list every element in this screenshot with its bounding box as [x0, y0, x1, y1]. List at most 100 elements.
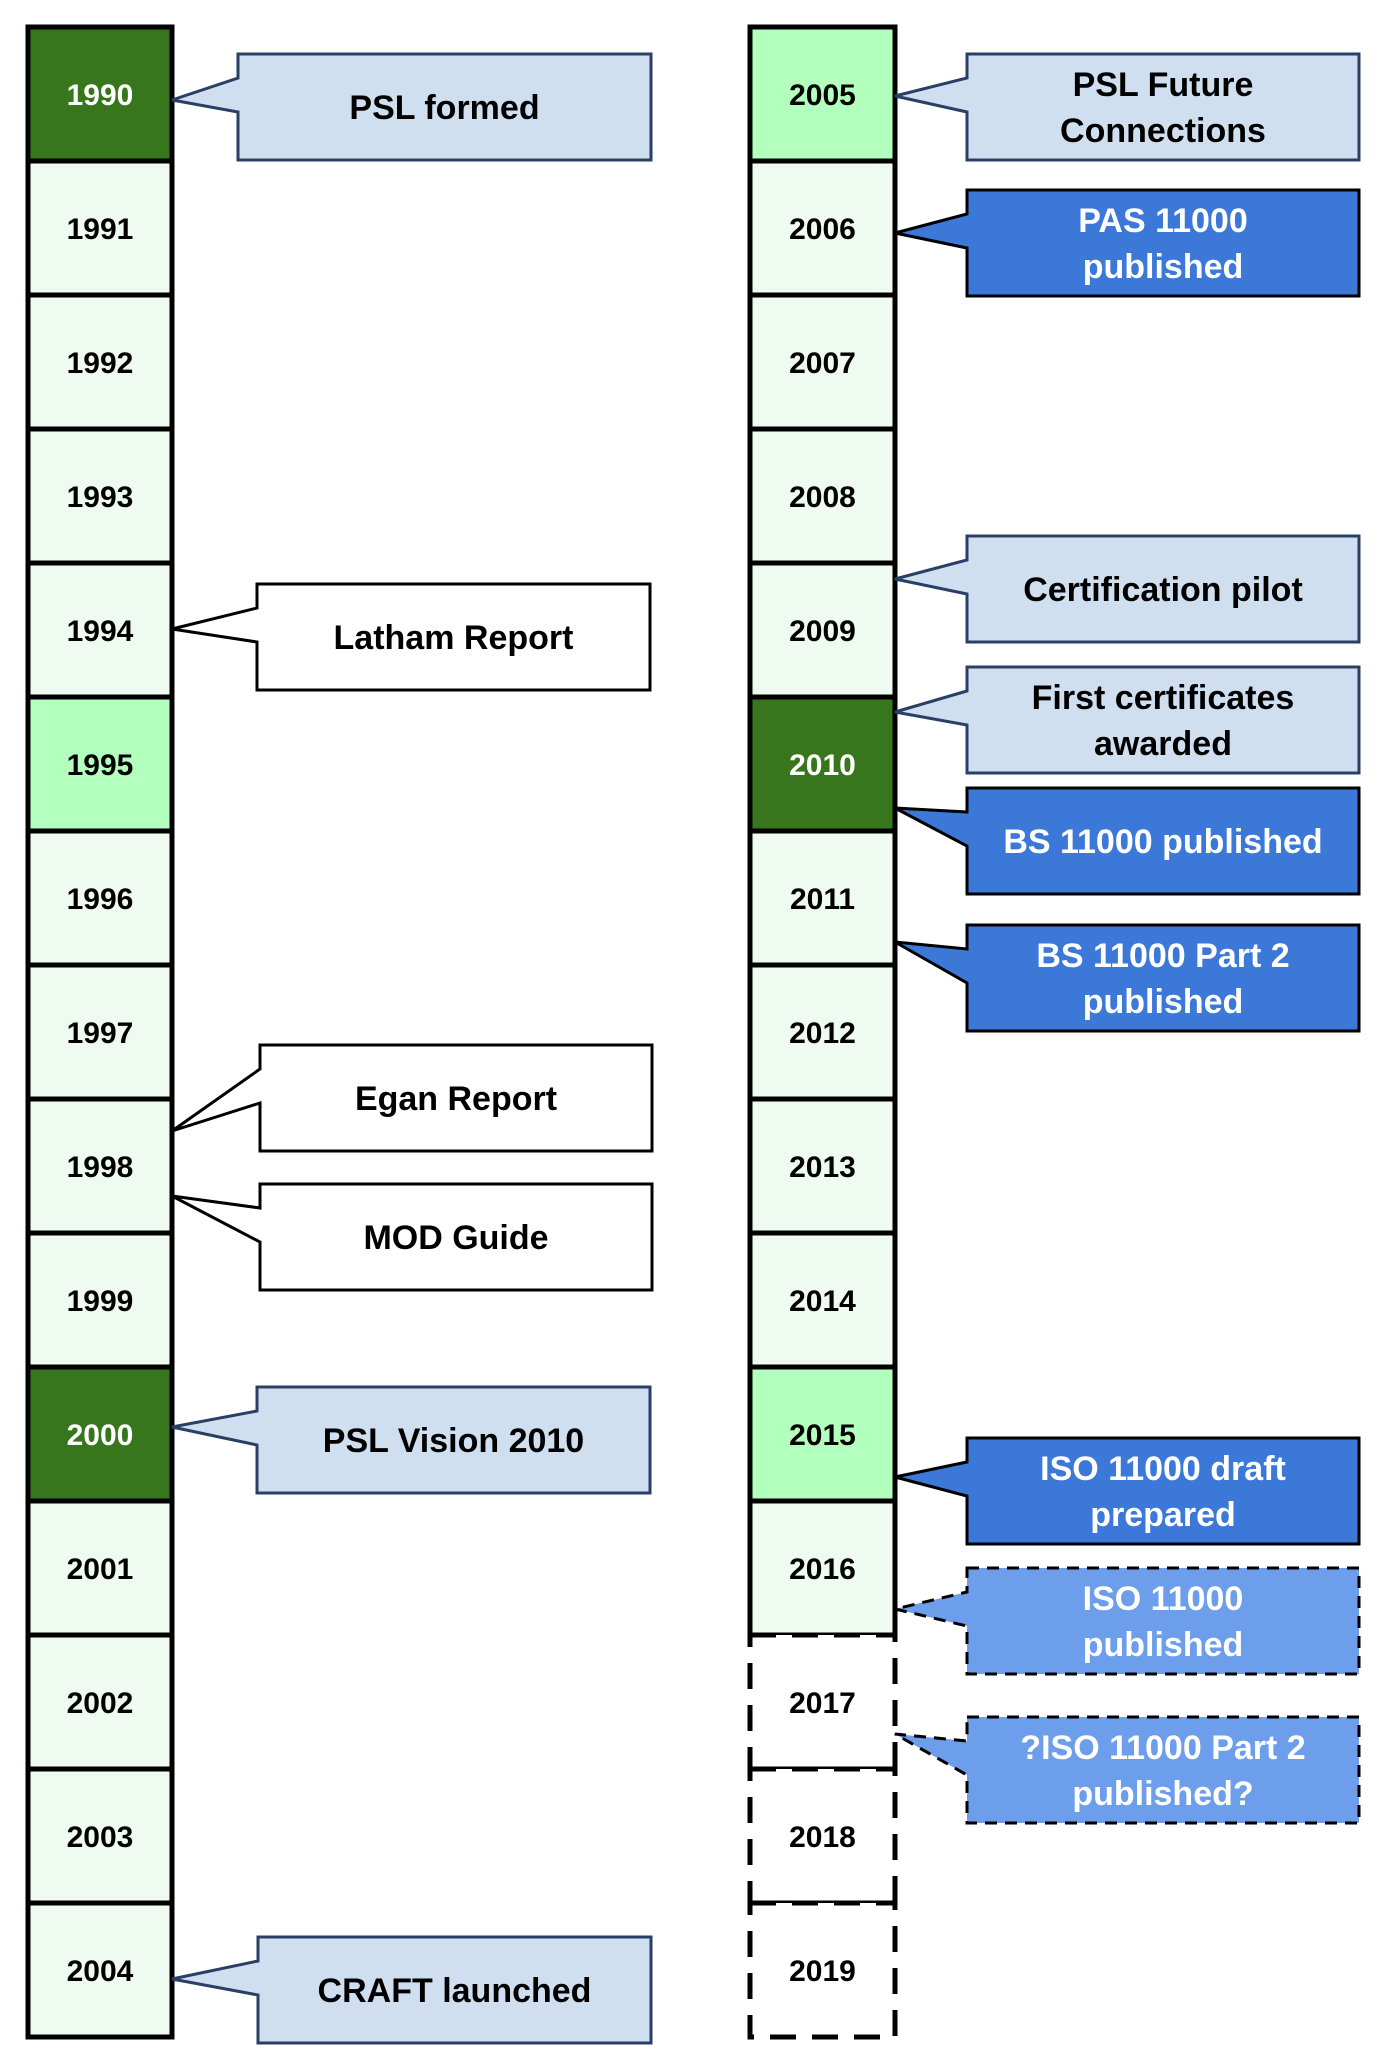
callout-text: MOD Guide [363, 1219, 548, 1257]
year-cell-1991: 1991 [25, 158, 175, 298]
callout-text: First certificates [1032, 679, 1295, 717]
year-label: 2006 [789, 213, 856, 246]
year-cell-2002: 2002 [25, 1632, 175, 1772]
callout-shape [894, 1436, 1361, 1546]
callout-text: PSL Future [1073, 66, 1254, 104]
callout-shape [894, 52, 1361, 162]
callout-shape [894, 923, 1361, 1033]
year-label: 2014 [789, 1285, 856, 1318]
event-callout: ISO 11000 draft prepared [894, 1436, 1361, 1546]
right-year-column: 2005 2006 2007 2008 2009 2010 2011 2012 2013 2014… [747, 24, 898, 2040]
year-cell-2003: 2003 [25, 1766, 175, 1906]
year-cell-1992: 1992 [25, 292, 175, 432]
year-label: 2018 [789, 1821, 856, 1854]
event-callout: MOD Guide [171, 1182, 654, 1292]
event-callout: BS 11000 published [894, 786, 1361, 896]
callout-shape [894, 188, 1361, 298]
callout-text: Certification pilot [1023, 571, 1303, 609]
year-label: 2012 [789, 1017, 856, 1050]
year-cell-2018: 2018 [747, 1766, 898, 1906]
left-year-column: 1990199119921993199419951996199719981999… [25, 24, 175, 2040]
year-label: 1993 [67, 481, 134, 514]
year-label: 1997 [67, 1017, 134, 1050]
year-cell-1999: 1999 [25, 1230, 175, 1370]
year-cell-2017: 2017 [747, 1632, 898, 1772]
year-label: 2019 [789, 1955, 856, 1988]
year-label: 2010 [789, 749, 856, 782]
callout-shape [894, 1566, 1361, 1676]
year-label: 1999 [67, 1285, 134, 1318]
year-label: 2008 [789, 481, 856, 514]
year-label: 2007 [789, 347, 856, 380]
year-box [25, 1230, 175, 1370]
callout-shape [171, 582, 652, 692]
callout-text: Egan Report [355, 1080, 557, 1118]
callout-text: Connections [1060, 112, 1266, 150]
event-callout: PAS 11000 published [894, 188, 1361, 298]
callout-shape [894, 665, 1361, 775]
year-cell-2008: 2008 [747, 426, 898, 566]
year-label: 2016 [789, 1553, 856, 1586]
year-box [25, 426, 175, 566]
callout-text: published [1083, 248, 1244, 286]
callout-shape [171, 1385, 652, 1495]
year-box [747, 1900, 898, 2040]
year-cell-1998: 1998 [25, 1096, 175, 1236]
year-box [25, 1364, 175, 1504]
year-label: 2015 [789, 1419, 856, 1452]
callout-text: PSL Vision 2010 [323, 1422, 584, 1460]
callout-shape [171, 1935, 653, 2045]
callout-shape [171, 1182, 654, 1292]
year-cell-1994: 1994 [25, 560, 175, 700]
year-cell-2005: 2005 [747, 24, 898, 164]
year-label: 2009 [789, 615, 856, 648]
year-box [25, 24, 175, 164]
year-cell-2007: 2007 [747, 292, 898, 432]
year-box [25, 1498, 175, 1638]
year-box [747, 560, 898, 700]
year-box [25, 1900, 175, 2040]
callout-text: ISO 11000 [1083, 1580, 1244, 1618]
year-label: 2005 [789, 79, 856, 112]
year-box [747, 694, 898, 834]
year-box [25, 1766, 175, 1906]
callout-shape [894, 786, 1361, 896]
callout-text: prepared [1090, 1496, 1236, 1534]
year-label: 1991 [67, 213, 134, 246]
year-label: 2002 [67, 1687, 134, 1720]
year-label: 1992 [67, 347, 134, 380]
event-callout: PSL Vision 2010 [171, 1385, 652, 1495]
year-box [747, 962, 898, 1102]
year-box [747, 1632, 898, 1772]
year-cell-2016: 2016 [747, 1498, 898, 1638]
year-cell-2013: 2013 [747, 1096, 898, 1236]
year-box [747, 1096, 898, 1236]
year-label: 2001 [67, 1553, 134, 1586]
event-callout: Egan Report [171, 1043, 654, 1153]
year-cell-2004: 2004 [25, 1900, 175, 2040]
year-box [747, 828, 898, 968]
year-box [25, 962, 175, 1102]
year-cell-2006: 2006 [747, 158, 898, 298]
callout-shape [894, 534, 1361, 644]
year-cell-2019: 2019 [747, 1900, 898, 2040]
callout-text: PSL formed [349, 89, 539, 127]
year-label: 1996 [67, 883, 134, 916]
callout-text: awarded [1094, 725, 1232, 763]
year-cell-1990: 1990 [25, 24, 175, 164]
year-label: 2000 [67, 1419, 134, 1452]
year-label: 1990 [67, 79, 134, 112]
callout-text: ISO 11000 draft [1040, 1450, 1286, 1488]
callout-text: BS 11000 Part 2 [1036, 937, 1289, 975]
callout-text: PAS 11000 [1078, 202, 1248, 240]
year-cell-2014: 2014 [747, 1230, 898, 1370]
year-cell-1993: 1993 [25, 426, 175, 566]
event-callout: First certificates awarded [894, 665, 1361, 775]
callout-shape [894, 1715, 1361, 1825]
year-cell-2011: 2011 [747, 828, 898, 968]
